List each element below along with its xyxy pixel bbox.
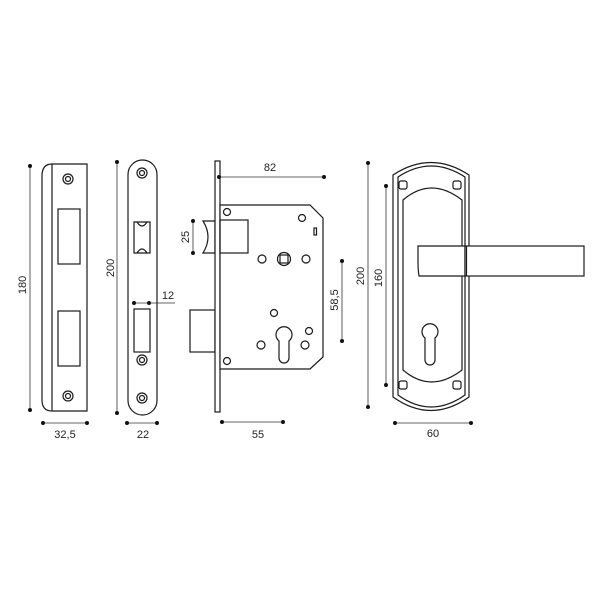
keyhole-icon (421, 323, 439, 366)
screw-hole-icon (62, 390, 74, 402)
screw-icon (398, 380, 408, 390)
svg-text:55: 55 (252, 429, 264, 441)
dimension-faceplate-height: 200 (105, 160, 119, 415)
dimension-lock-depth: 82 (217, 162, 326, 179)
strike-opening-latch (57, 208, 81, 265)
svg-text:60: 60 (427, 428, 439, 440)
dimension-handle-screw-distance: 160 (373, 184, 388, 387)
screw-icon (452, 180, 462, 190)
svg-text:82: 82 (264, 162, 276, 174)
svg-text:12: 12 (162, 290, 174, 302)
svg-text:25: 25 (180, 231, 192, 243)
dimension-handle-plate-width: 60 (393, 421, 473, 440)
svg-text:160: 160 (373, 269, 385, 287)
dimension-center-distance: 58,5 (329, 259, 344, 343)
strike-opening-deadbolt (57, 310, 81, 367)
svg-text:58,5: 58,5 (329, 289, 341, 310)
lock-body (189, 160, 324, 413)
dimension-strike-width: 32,5 (41, 421, 89, 441)
door-handle (392, 161, 585, 412)
handle-lever (464, 245, 585, 277)
svg-text:200: 200 (355, 267, 367, 285)
cylinder-hole-icon (275, 326, 293, 364)
handle-rose (417, 245, 466, 277)
screw-hole-icon (136, 392, 148, 404)
lock-case (219, 204, 324, 370)
faceplate (127, 159, 158, 416)
deadbolt-opening (133, 308, 151, 353)
svg-text:22: 22 (137, 429, 149, 441)
follower-icon (276, 251, 292, 267)
dimension-backset: 55 (220, 420, 285, 441)
lock-faceplate (214, 160, 221, 413)
latch-opening (133, 221, 151, 254)
handle-backplate (392, 161, 470, 412)
svg-text:200: 200 (105, 259, 117, 277)
screw-icon (398, 180, 408, 190)
latch-bolt (201, 220, 216, 254)
dimension-latch-height: 25 (180, 219, 195, 255)
deadbolt (189, 309, 216, 353)
dimension-deadbolt-width: 12 (132, 290, 175, 305)
svg-text:180: 180 (17, 276, 29, 294)
dimension-strike-height: 180 (17, 164, 32, 412)
svg-text:32,5: 32,5 (54, 429, 75, 441)
screw-icon (452, 380, 462, 390)
dimension-handle-plate-height: 200 (355, 161, 370, 409)
screw-hole-icon (136, 167, 148, 179)
screw-hole-icon (136, 354, 148, 366)
screw-hole-icon (62, 173, 74, 185)
strike-plate (41, 163, 88, 412)
dimension-faceplate-width: 22 (125, 421, 159, 441)
